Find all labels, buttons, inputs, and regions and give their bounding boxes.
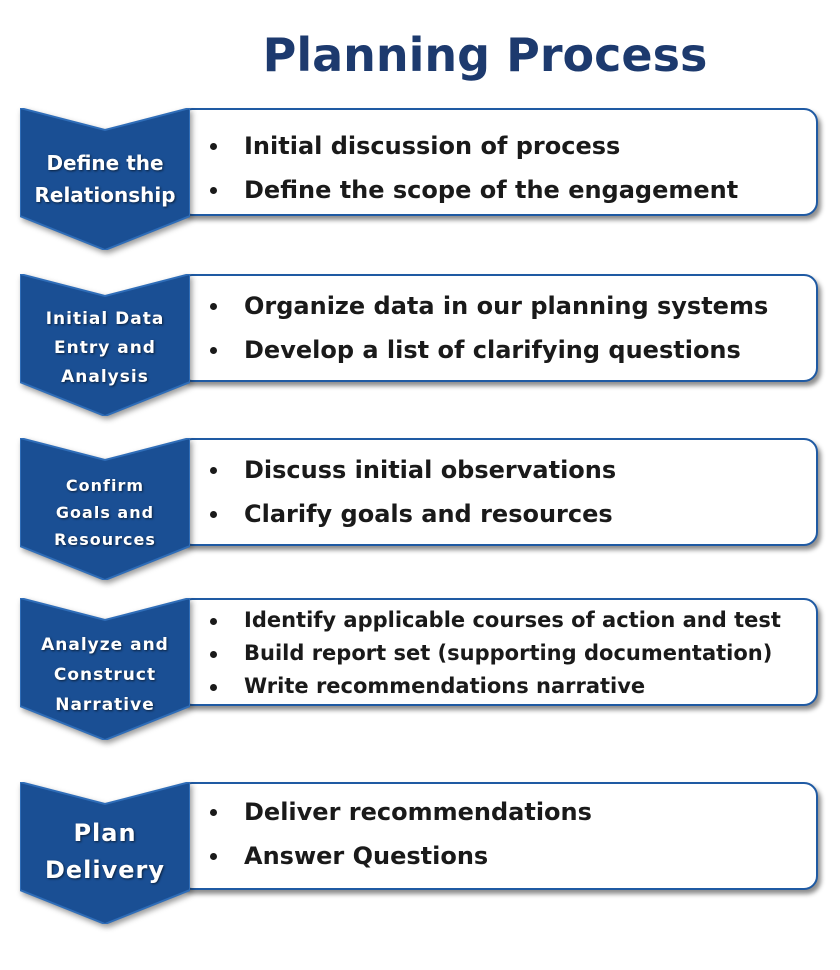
bullet-item: Discuss initial observations bbox=[204, 448, 810, 492]
bullet-icon bbox=[210, 650, 217, 658]
step-box: Identify applicable courses of action an… bbox=[178, 598, 818, 706]
bullet-list: Identify applicable courses of action an… bbox=[204, 604, 810, 703]
step-label: Define the Relationship bbox=[34, 151, 176, 207]
chevron-arrow bbox=[20, 274, 190, 416]
bullet-icon bbox=[210, 683, 217, 691]
bullet-item: Organize data in our planning systems bbox=[204, 284, 810, 328]
bullet-icon bbox=[210, 853, 217, 860]
step-label: Plan Delivery bbox=[44, 819, 166, 884]
bullet-item: Deliver recommendations bbox=[204, 790, 810, 834]
bullet-item: Clarify goals and resources bbox=[204, 492, 810, 536]
bullet-icon bbox=[210, 303, 217, 310]
bullet-icon bbox=[210, 809, 217, 816]
chevron-arrow bbox=[20, 782, 190, 924]
bullet-item: Initial discussion of process bbox=[204, 124, 810, 168]
bullet-list: Organize data in our planning systems De… bbox=[204, 284, 810, 372]
chevron-arrow bbox=[20, 438, 190, 580]
bullet-item: Develop a list of clarifying questions bbox=[204, 328, 810, 372]
bullet-list: Discuss initial observations Clarify goa… bbox=[204, 448, 810, 536]
bullet-item: Identify applicable courses of action an… bbox=[204, 604, 810, 637]
bullet-list: Initial discussion of process Define the… bbox=[204, 124, 810, 212]
page-title: Planning Process bbox=[262, 28, 708, 82]
bullet-icon bbox=[210, 511, 217, 518]
step-box: Organize data in our planning systems De… bbox=[178, 274, 818, 382]
bullet-item: Build report set (supporting documentati… bbox=[204, 637, 810, 670]
chevron-arrow bbox=[20, 108, 190, 250]
step-label: Confirm Goals and Resources bbox=[54, 475, 156, 549]
bullet-item: Define the scope of the engagement bbox=[204, 168, 810, 212]
step-box: Deliver recommendations Answer Questions bbox=[178, 782, 818, 890]
bullet-icon bbox=[210, 617, 217, 625]
step-box: Initial discussion of process Define the… bbox=[178, 108, 818, 216]
chevron-arrow bbox=[20, 598, 190, 740]
bullet-item: Write recommendations narrative bbox=[204, 670, 810, 703]
bullet-icon bbox=[210, 143, 217, 150]
bullet-item: Answer Questions bbox=[204, 834, 810, 878]
bullet-list: Deliver recommendations Answer Questions bbox=[204, 790, 810, 878]
bullet-icon bbox=[210, 187, 217, 194]
step-label: Initial Data Entry and Analysis bbox=[45, 308, 165, 387]
bullet-icon bbox=[210, 347, 217, 354]
step-label: Analyze and Construct Narrative bbox=[41, 635, 169, 715]
step-box: Discuss initial observations Clarify goa… bbox=[178, 438, 818, 546]
bullet-icon bbox=[210, 467, 217, 474]
